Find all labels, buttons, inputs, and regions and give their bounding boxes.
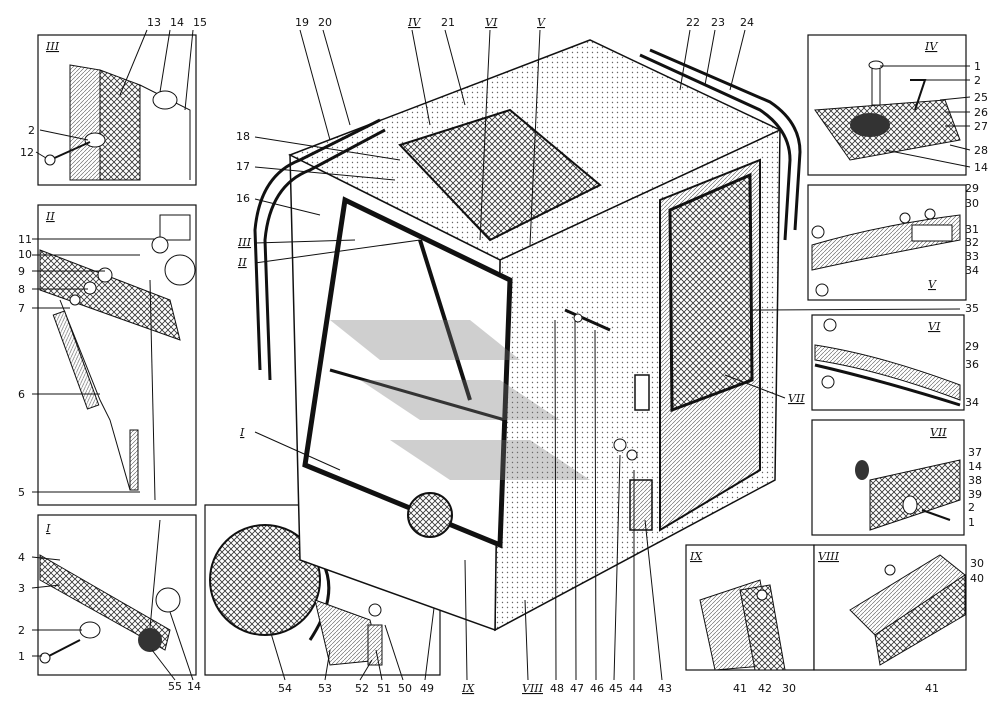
cab-main-view (253, 39, 802, 632)
panel-label: VI (928, 320, 941, 333)
callout-2: 2 (28, 124, 35, 137)
callout-20: 20 (318, 16, 332, 29)
callout-2: 2 (974, 74, 981, 87)
callout-43: 43 (658, 682, 672, 695)
callout-7: 7 (18, 302, 25, 315)
callout-6: 6 (18, 388, 25, 401)
callout-31: 31 (965, 223, 979, 236)
callout-41: 41 (733, 682, 747, 695)
callout-24: 24 (740, 16, 754, 29)
callout-54: 54 (278, 682, 292, 695)
callout-19: 19 (295, 16, 309, 29)
callout-50: 50 (398, 682, 412, 695)
callout-28: 28 (974, 144, 988, 157)
detail-panel-IV: IV 1 2 25 26 27 28 14 (807, 34, 988, 176)
callout-IV: IV (407, 16, 421, 29)
callout-46: 46 (590, 682, 604, 695)
callout-4: 4 (18, 551, 25, 564)
callout-10: 10 (18, 248, 32, 261)
panel-label: III (45, 40, 60, 53)
panel-label: VII (930, 426, 947, 439)
panel-label: IX (689, 550, 703, 563)
callout-V: V (537, 16, 546, 29)
detail-panel-V: V 29 30 31 32 33 34 (807, 182, 979, 301)
callout-47: 47 (570, 682, 584, 695)
callout-17: 17 (236, 160, 250, 173)
callout-55: 55 (168, 680, 182, 693)
detail-panel-I: I 4 3 2 1 55 14 (18, 514, 201, 693)
callout-25: 25 (974, 91, 988, 104)
callout-1: 1 (18, 650, 25, 663)
callout-36: 36 (965, 358, 979, 371)
callout-38: 38 (968, 474, 982, 487)
detail-panel-IX: IX 41 42 30 (685, 544, 815, 695)
callout-12: 12 (20, 146, 34, 159)
main-callouts: 19 20 IV 21 VI V 22 23 24 18 17 16 III I… (236, 16, 979, 695)
callout-35: 35 (965, 302, 979, 315)
callout-14: 14 (170, 16, 184, 29)
callout-8: 8 (18, 283, 25, 296)
callout-IX: IX (461, 682, 475, 695)
callout-41: 41 (925, 682, 939, 695)
callout-27: 27 (974, 120, 988, 133)
callout-18: 18 (236, 130, 250, 143)
callout-VI: VI (485, 16, 498, 29)
callout-44: 44 (629, 682, 643, 695)
callout-21: 21 (441, 16, 455, 29)
callout-37: 37 (968, 446, 982, 459)
callout-14: 14 (974, 161, 988, 174)
callout-2: 2 (18, 624, 25, 637)
callout-40: 40 (970, 572, 984, 585)
panel-label: IV (924, 40, 938, 53)
callout-1: 1 (974, 60, 981, 73)
callout-42: 42 (758, 682, 772, 695)
callout-14: 14 (968, 460, 982, 473)
detail-panel-VIII: VIII 30 40 41 (813, 544, 984, 695)
detail-panel-VII: VII 37 14 38 39 2 1 (811, 419, 982, 536)
callout-15: 15 (193, 16, 207, 29)
callout-1: 1 (968, 516, 975, 529)
callout-34: 34 (965, 264, 979, 277)
callout-39: 39 (968, 488, 982, 501)
callout-3: 3 (18, 582, 25, 595)
callout-16: 16 (236, 192, 250, 205)
callout-45: 45 (609, 682, 623, 695)
callout-III: III (237, 236, 252, 249)
detail-panel-VI: VI 29 36 34 (811, 314, 979, 411)
detail-panel-II: II 11 10 9 8 7 6 5 (18, 204, 197, 506)
callout-30: 30 (970, 557, 984, 570)
callout-29: 29 (965, 182, 979, 195)
callout-23: 23 (711, 16, 725, 29)
callout-13: 13 (147, 16, 161, 29)
panel-label: V (928, 278, 937, 291)
callout-48: 48 (550, 682, 564, 695)
callout-32: 32 (965, 236, 979, 249)
callout-5: 5 (18, 486, 25, 499)
callout-I: I (239, 426, 245, 439)
callout-II: II (237, 256, 247, 269)
callout-52: 52 (355, 682, 369, 695)
callout-11: 11 (18, 233, 32, 246)
callout-22: 22 (686, 16, 700, 29)
panel-label: VIII (818, 550, 840, 563)
callout-49: 49 (420, 682, 434, 695)
callout-26: 26 (974, 106, 988, 119)
callout-30: 30 (965, 197, 979, 210)
detail-panel-III: III 13 14 15 2 12 (20, 16, 207, 186)
callout-29: 29 (965, 340, 979, 353)
callout-VII: VII (788, 392, 805, 405)
callout-2: 2 (968, 501, 975, 514)
callout-30: 30 (782, 682, 796, 695)
callout-33: 33 (965, 250, 979, 263)
callout-34: 34 (965, 396, 979, 409)
watermark-logo (330, 320, 590, 480)
callout-53: 53 (318, 682, 332, 695)
panel-label: I (45, 522, 51, 535)
panel-label: II (45, 210, 55, 223)
callout-14: 14 (187, 680, 201, 693)
callout-9: 9 (18, 265, 25, 278)
callout-51: 51 (377, 682, 391, 695)
callout-VIII: VIII (522, 682, 544, 695)
